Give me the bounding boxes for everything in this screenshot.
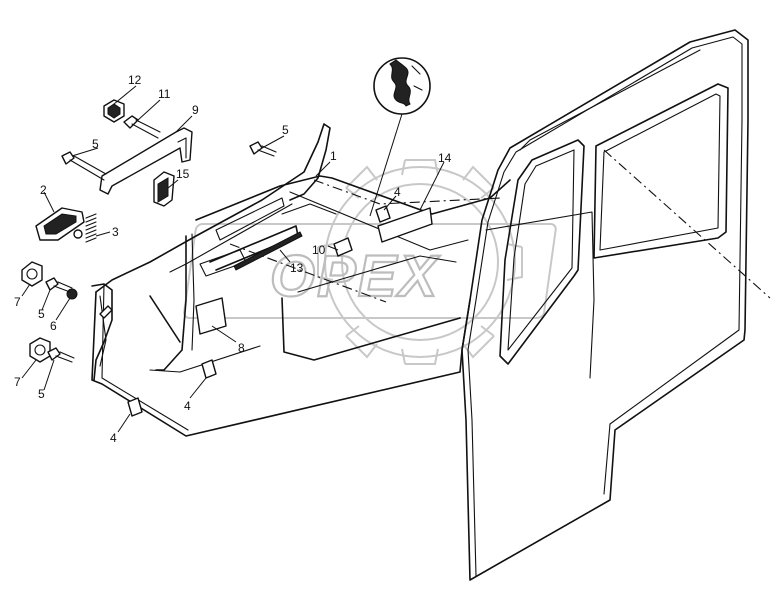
callout-6: 6 bbox=[50, 319, 57, 333]
part-latch bbox=[153, 171, 175, 207]
part-screw-right bbox=[249, 141, 277, 157]
callout-8: 8 bbox=[238, 341, 245, 355]
callout-12: 12 bbox=[128, 73, 142, 87]
watermark-gear-icon bbox=[317, 159, 523, 365]
part-strip bbox=[233, 231, 303, 271]
callout-4-lower-right: 4 bbox=[184, 399, 191, 413]
part-spring bbox=[85, 213, 97, 243]
part-washer bbox=[66, 288, 78, 300]
callout-14: 14 bbox=[438, 151, 452, 165]
part-screw-left-lower bbox=[47, 347, 75, 363]
callout-5-left-upper: 5 bbox=[38, 307, 45, 321]
part-screw-top bbox=[123, 115, 161, 139]
part-clip-center bbox=[375, 205, 391, 223]
part-plate bbox=[195, 297, 227, 335]
callout-4-center: 4 bbox=[394, 185, 401, 199]
cab-body bbox=[461, 29, 771, 581]
part-cap bbox=[103, 99, 125, 123]
callout-7-upper: 7 bbox=[14, 295, 21, 309]
leader-lines bbox=[21, 85, 445, 433]
part-screw-bracket bbox=[61, 151, 107, 181]
callout-5-bracket: 5 bbox=[92, 137, 99, 151]
part-nut-cap-upper bbox=[21, 261, 43, 287]
callout-15: 15 bbox=[176, 167, 190, 181]
part-clip-lower-right bbox=[201, 359, 217, 379]
callout-11: 11 bbox=[158, 87, 171, 101]
part-screw-left-upper bbox=[45, 277, 73, 293]
seal-detail-view bbox=[373, 57, 431, 115]
callout-3: 3 bbox=[112, 225, 119, 239]
watermark-text: OPEX bbox=[270, 244, 440, 309]
callout-13: 13 bbox=[290, 261, 304, 275]
part-bracket bbox=[99, 127, 193, 195]
callout-5-right: 5 bbox=[282, 123, 289, 137]
watermark-logo: OPEX bbox=[183, 159, 557, 365]
callout-9: 9 bbox=[192, 103, 199, 117]
callout-4-lower-left: 4 bbox=[110, 431, 117, 445]
part-mat bbox=[377, 207, 433, 243]
part-nut-cap-lower bbox=[29, 337, 51, 363]
callout-labels: 12 11 9 5 5 1 14 15 4 2 3 10 13 7 5 6 8 … bbox=[14, 73, 452, 445]
callout-1: 1 bbox=[330, 149, 337, 163]
part-clip bbox=[333, 237, 353, 257]
callout-7-lower: 7 bbox=[14, 375, 21, 389]
part-clip-lower-left bbox=[127, 397, 143, 417]
callout-2: 2 bbox=[40, 183, 47, 197]
callout-5-left-lower: 5 bbox=[38, 387, 45, 401]
part-lamp bbox=[35, 207, 85, 241]
callout-10: 10 bbox=[312, 243, 326, 257]
